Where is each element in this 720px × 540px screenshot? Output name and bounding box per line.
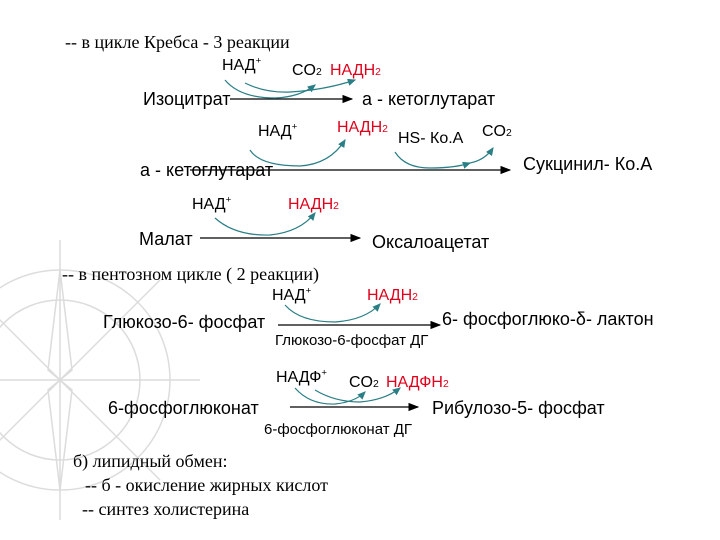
nadh2-2: НАДН2 (337, 119, 388, 136)
cofactor-nad-1: НАД+ (222, 55, 262, 74)
delta-symbol: δ (575, 309, 586, 329)
cofactor-nadp: НАДФ+ (276, 367, 328, 386)
product-oxaloacetate: Оксалоацетат (372, 232, 490, 252)
co2-5: CO2 (349, 374, 379, 391)
cofactor-nad-3: НАД+ (192, 194, 232, 213)
curved-arrow-1a (224, 79, 316, 99)
nadh2-1: НАДН2 (330, 62, 381, 79)
curved-arrow-5b (314, 387, 401, 403)
pentose-section-heading: -- в пентозном цикле ( 2 реакции) (62, 264, 319, 284)
lipid-item-cholesterol-synthesis: -- синтез холистерина (82, 499, 250, 519)
substrate-alpha-ketoglutarate-2: а - кетоглутарат (140, 160, 274, 180)
co2-1: CO2 (292, 62, 322, 79)
nadh2-4: НАДН2 (367, 287, 418, 304)
product-ribulose-5-phosphate: Рибулозо-5- фосфат (432, 398, 605, 418)
nadph2-5: НАДФН2 (386, 374, 449, 391)
enzyme-g6pd: Глюкозо-6-фосфат ДГ (275, 332, 429, 349)
substrate-glucose-6-phosphate: Глюкозо-6- фосфат (103, 312, 266, 332)
co2-2: CO2 (482, 123, 512, 140)
curved-arrow-2b (394, 151, 472, 169)
curved-arrow-5a (294, 387, 366, 405)
nadh2-3: НАДН2 (288, 196, 339, 213)
curved-arrow-4 (284, 303, 381, 323)
curved-arrow-2c (469, 147, 494, 164)
substrate-malate: Малат (139, 229, 193, 249)
cofactor-nad-4: НАД+ (272, 285, 312, 304)
krebs-section-heading: -- в цикле Кребса - 3 реакции (65, 32, 290, 52)
lipid-section-heading: б) липидный обмен: (73, 451, 228, 471)
substrate-6-phosphogluconate: 6-фосфоглюконат (108, 398, 259, 418)
product-succinyl-coa: Сукцинил- Ко.А (523, 154, 653, 174)
curved-arrow-2a (249, 138, 346, 167)
substrate-isocitrate: Изоцитрат (143, 89, 231, 109)
product-phosphogluconolactone: 6- фосфоглюко-δ- лактон (442, 309, 654, 329)
cofactor-nad-2: НАД+ (258, 121, 298, 140)
enzyme-6pgd: 6-фосфоглюконат ДГ (264, 421, 413, 438)
coenzyme-hs-coa: HS- Ко.А (398, 130, 464, 147)
product-alpha-ketoglutarate-1: а - кетоглутарат (362, 89, 496, 109)
curved-arrow-1b (244, 78, 357, 93)
curved-arrow-3 (214, 212, 316, 236)
lipid-item-beta-oxidation: -- б - окисление жирных кислот (85, 475, 329, 495)
